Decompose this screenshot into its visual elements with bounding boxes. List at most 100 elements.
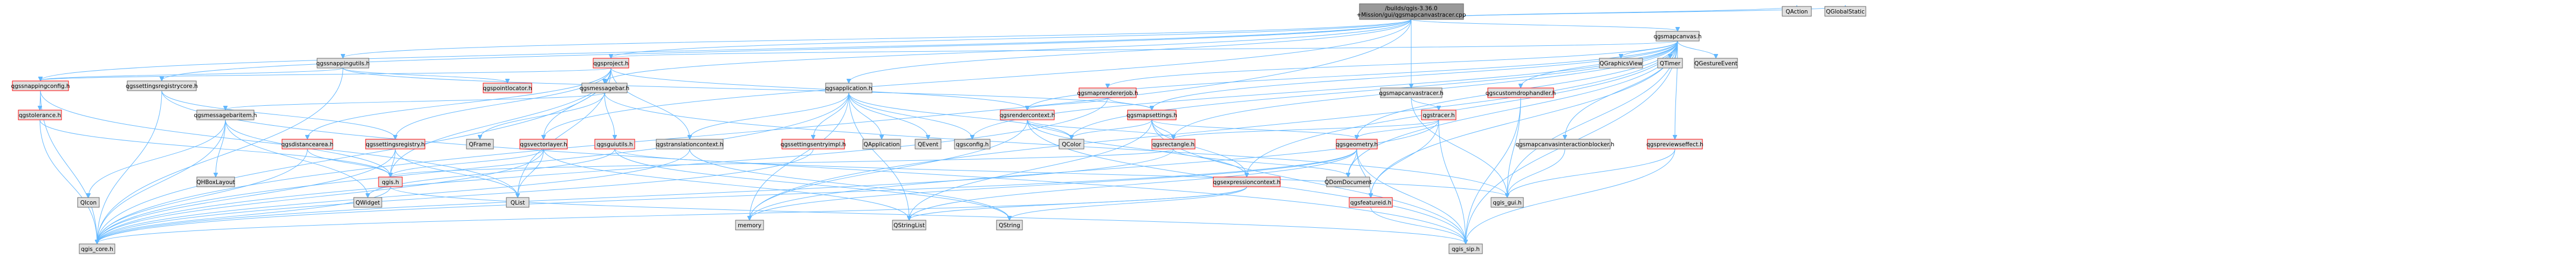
edge-root-to-qgis_core_h bbox=[97, 19, 1411, 244]
node-label-qgsdistancearea_h: qgsdistancearea.h bbox=[281, 141, 334, 148]
node-qgstolerance_h[interactable]: qgstolerance.h bbox=[18, 110, 61, 120]
edge-qgsmapcanvas_h-to-qgis_gui_h bbox=[1507, 41, 1678, 197]
node-label-qgis_h: qgis.h bbox=[382, 179, 399, 186]
node-qgsconfig_h[interactable]: qgsconfig.h bbox=[954, 139, 990, 149]
edge-qgsdistancearea_h-to-qgis_h bbox=[307, 149, 390, 176]
node-qgsmessagebar_h[interactable]: qgsmessagebar.h bbox=[580, 83, 629, 93]
edge-qgsproject_h-to-qgssnappingconfig_h bbox=[40, 68, 611, 80]
node-QIcon[interactable]: QIcon bbox=[78, 198, 99, 207]
node-qgspointlocator_h[interactable]: qgspointlocator.h bbox=[483, 83, 532, 93]
node-qgscustomdrophandler_h[interactable]: qgscustomdrophandler.h bbox=[1486, 88, 1556, 98]
node-QGraphicsView[interactable]: QGraphicsView bbox=[1599, 58, 1643, 68]
edge-qgssnappingutils_h-to-qgspointlocator_h bbox=[343, 68, 507, 83]
node-QFrame[interactable]: QFrame bbox=[466, 139, 493, 149]
edge-qgsapplication_h-to-QApplication bbox=[849, 93, 882, 139]
node-label-memory: memory bbox=[738, 222, 761, 229]
edge-qgsguiutils_h-to-qgis_gui_h bbox=[615, 149, 1507, 197]
node-qgstracer_h[interactable]: qgstracer.h bbox=[1421, 110, 1456, 120]
edge-qgsmapcanvas_h-to-qgsproject_h bbox=[611, 41, 1678, 58]
node-qgssettingsregistrycore_h[interactable]: qgssettingsregistrycore.h bbox=[126, 81, 198, 91]
node-qgsmapcanvastracer_h[interactable]: qgsmapcanvastracer.h bbox=[1379, 88, 1444, 98]
node-label-QGestureEvent: QGestureEvent bbox=[1694, 60, 1737, 67]
edge-qgscustomdrophandler_h-to-qgis_sip_h bbox=[1466, 98, 1521, 243]
edge-qgsvectorlayer_h-to-qgis_core_h bbox=[97, 149, 544, 243]
edge-qgsmapsettings_h-to-qgsrectangle_h bbox=[1152, 120, 1173, 139]
node-label-QFrame: QFrame bbox=[469, 141, 491, 148]
edge-qgsvectorlayer_h-to-QStringList bbox=[544, 149, 909, 220]
node-qgssnappingconfig_h[interactable]: qgssnappingconfig.h bbox=[11, 81, 70, 91]
edge-root-to-QGlobalStatic bbox=[1411, 6, 1845, 19]
node-label-qgssnappingconfig_h: qgssnappingconfig.h bbox=[11, 83, 70, 90]
node-QDomDocument[interactable]: QDomDocument bbox=[1324, 177, 1371, 187]
node-QStringList[interactable]: QStringList bbox=[892, 220, 926, 230]
node-label-qgspreviewseffect_h: qgspreviewseffect.h bbox=[1646, 141, 1703, 148]
node-label-qgsmapcanvas_h: qgsmapcanvas.h bbox=[1653, 33, 1701, 40]
node-QString[interactable]: QString bbox=[997, 220, 1022, 230]
node-label-QWidget: QWidget bbox=[355, 200, 380, 206]
edge-qgsmapcanvas_h-to-memory bbox=[750, 41, 1678, 220]
node-qgsproject_h[interactable]: qgsproject.h bbox=[593, 58, 629, 68]
node-qgssnappingutils_h[interactable]: qgssnappingutils.h bbox=[317, 58, 370, 68]
edge-qgstranslationcontext_h-to-qgis_core_h bbox=[97, 149, 690, 243]
node-qgsmapsettings_h[interactable]: qgsmapsettings.h bbox=[1126, 110, 1177, 120]
node-qgis_core_h[interactable]: qgis_core.h bbox=[79, 244, 115, 254]
node-qgsapplication_h[interactable]: qgsapplication.h bbox=[826, 83, 873, 93]
edge-qgsapplication_h-to-memory bbox=[750, 93, 849, 220]
node-QList[interactable]: QList bbox=[506, 198, 529, 207]
edge-qgsrectangle_h-to-QDomDocument bbox=[1173, 149, 1348, 176]
node-QTimer[interactable]: QTimer bbox=[1658, 58, 1682, 68]
node-QColor[interactable]: QColor bbox=[1059, 139, 1084, 149]
node-label-qgsmessagebar_h: qgsmessagebar.h bbox=[580, 85, 629, 92]
node-label-qgis_sip_h: qgis_sip.h bbox=[1452, 246, 1480, 253]
node-QAction[interactable]: QAction bbox=[1782, 6, 1811, 16]
node-qgsvectorlayer_h[interactable]: qgsvectorlayer.h bbox=[520, 139, 567, 149]
node-label-QDomDocument: QDomDocument bbox=[1324, 179, 1371, 186]
root-node: /builds/qgis-3.36.0 +Mission/gui/qgsmapc… bbox=[1356, 4, 1466, 19]
node-label-QGlobalStatic: QGlobalStatic bbox=[1826, 9, 1865, 15]
node-qgsgeometry_h[interactable]: qgsgeometry.h bbox=[1336, 139, 1378, 149]
node-QHBoxLayout[interactable]: QHBoxLayout bbox=[196, 177, 235, 187]
edge-root-to-qgsmapcanvas_h bbox=[1411, 19, 1678, 31]
edge-qgsapplication_h-to-qgsconfig_h bbox=[849, 93, 972, 139]
edge-qgsmapcanvas_h-to-qgsmapsettings_h bbox=[1152, 41, 1678, 110]
node-label-QIcon: QIcon bbox=[80, 200, 97, 206]
node-label-QApplication: QApplication bbox=[864, 141, 900, 148]
node-qgssettingsregistry_h[interactable]: qgssettingsregistry.h bbox=[366, 139, 425, 149]
node-qgsfeatureid_h[interactable]: qgsfeatureid.h bbox=[1349, 198, 1392, 207]
node-qgsdistancearea_h[interactable]: qgsdistancearea.h bbox=[281, 139, 334, 149]
edge-qgsrendercontext_h-to-QColor bbox=[1027, 120, 1071, 139]
edge-qgsmapsettings_h-to-qgis_sip_h bbox=[1152, 120, 1466, 243]
node-qgsguiutils_h[interactable]: qgsguiutils.h bbox=[595, 139, 635, 149]
node-qgsmapcanvasinteractionblocker_h[interactable]: qgsmapcanvasinteractionblocker.h bbox=[1515, 139, 1614, 149]
node-qgsexpressioncontext_h[interactable]: qgsexpressioncontext.h bbox=[1213, 177, 1280, 187]
node-qgstranslationcontext_h[interactable]: qgstranslationcontext.h bbox=[656, 139, 724, 149]
node-qgsrendercontext_h[interactable]: qgsrendercontext.h bbox=[1000, 110, 1055, 120]
node-qgis_sip_h[interactable]: qgis_sip.h bbox=[1449, 244, 1482, 254]
node-qgis_h[interactable]: qgis.h bbox=[379, 177, 402, 187]
node-QGlobalStatic[interactable]: QGlobalStatic bbox=[1825, 6, 1866, 16]
edge-qgsmapcanvas_h-to-QColor bbox=[1071, 41, 1678, 139]
root-node-line2: +Mission/gui/qgsmapcanvastracer.cpp bbox=[1356, 12, 1466, 18]
node-QEvent[interactable]: QEvent bbox=[915, 139, 941, 149]
node-qgspreviewseffect_h[interactable]: qgspreviewseffect.h bbox=[1646, 139, 1703, 149]
node-QApplication[interactable]: QApplication bbox=[863, 139, 901, 149]
node-QWidget[interactable]: QWidget bbox=[354, 198, 382, 207]
node-QGestureEvent[interactable]: QGestureEvent bbox=[1694, 58, 1737, 68]
node-qgsrectangle_h[interactable]: qgsrectangle.h bbox=[1152, 139, 1195, 149]
node-label-QEvent: QEvent bbox=[918, 141, 938, 148]
node-label-qgscustomdrophandler_h: qgscustomdrophandler.h bbox=[1486, 90, 1556, 97]
node-label-qgis_core_h: qgis_core.h bbox=[81, 246, 113, 253]
node-qgsmaprendererjob_h[interactable]: qgsmaprendererjob.h bbox=[1077, 88, 1138, 98]
node-qgssettingsentryimpl_h[interactable]: qgssettingsentryimpl.h bbox=[780, 139, 846, 149]
node-qgsmapcanvas_h[interactable]: qgsmapcanvas.h bbox=[1653, 31, 1701, 41]
node-label-qgsgeometry_h: qgsgeometry.h bbox=[1336, 141, 1378, 148]
edge-qgstracer_h-to-qgis_sip_h bbox=[1439, 120, 1466, 243]
edge-qgsgeometry_h-to-qgis_core_h bbox=[97, 149, 1357, 243]
node-label-qgsmapcanvasinteractionblocker_h: qgsmapcanvasinteractionblocker.h bbox=[1515, 141, 1614, 148]
node-qgis_gui_h[interactable]: qgis_gui.h bbox=[1491, 198, 1523, 207]
node-qgsmessagebaritem_h[interactable]: qgsmessagebaritem.h bbox=[194, 110, 257, 120]
node-label-QTimer: QTimer bbox=[1660, 60, 1681, 67]
edge-qgsvectorlayer_h-to-qgis_h bbox=[390, 149, 544, 176]
node-memory[interactable]: memory bbox=[736, 220, 764, 230]
edge-qgsgeometry_h-to-QDomDocument bbox=[1348, 149, 1357, 176]
